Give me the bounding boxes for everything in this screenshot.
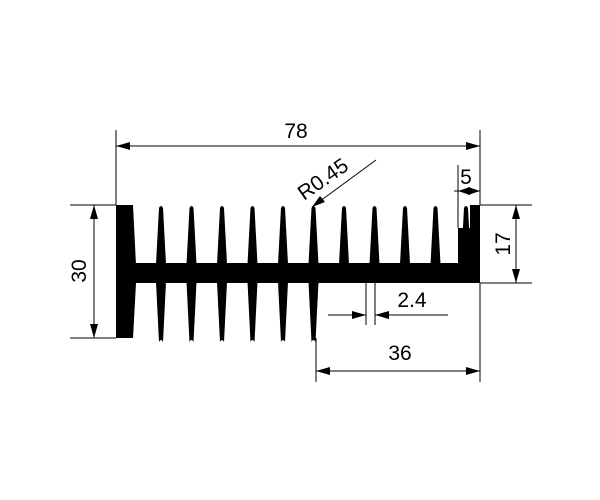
label-overall-width: 78: [284, 120, 307, 143]
base-plate: [133, 263, 480, 283]
upper-fin: [278, 206, 288, 264]
arrow-5-left: [458, 187, 470, 195]
lower-fin: [186, 282, 197, 342]
upper-fin: [186, 206, 197, 264]
arrow-down: [90, 324, 98, 338]
dimension-overall-height: 30: [68, 204, 116, 339]
label-half-width: 36: [388, 342, 411, 365]
dimension-step-width: 5: [454, 165, 480, 228]
arrow-pitch-left: [352, 311, 366, 319]
arrow-36-left: [316, 367, 330, 375]
arrow-right: [466, 142, 480, 150]
arrow-left: [116, 142, 130, 150]
heatsink-profile: [116, 205, 480, 342]
dimension-overall-width: 78: [115, 120, 481, 205]
arrow-up: [90, 205, 98, 219]
upper-fin: [400, 206, 410, 264]
label-overall-height: 30: [68, 259, 91, 282]
lower-fins: [156, 282, 319, 342]
arrow-pitch-right: [375, 311, 389, 319]
lower-fin: [308, 282, 319, 342]
upper-fin: [217, 206, 227, 264]
label-fin-radius: R0.45: [294, 154, 353, 205]
dimension-base-height: 17: [480, 204, 532, 284]
upper-fins: [156, 206, 471, 264]
label-base-height: 17: [492, 232, 515, 255]
arrow-5-right: [468, 187, 480, 195]
arrow-17-up: [512, 205, 520, 219]
lower-fin: [217, 282, 227, 342]
label-fin-pitch: 2.4: [397, 289, 427, 312]
label-step-width: 5: [460, 166, 472, 189]
left-flange: [116, 205, 136, 338]
lower-fin: [156, 282, 166, 342]
upper-fin: [247, 206, 258, 264]
dimension-half-width: 36: [315, 283, 481, 382]
arrow-17-down: [512, 269, 520, 283]
upper-fin: [156, 206, 166, 264]
dimension-fin-radius: R0.45: [294, 154, 377, 208]
upper-fin: [369, 206, 380, 264]
arrow-r045: [312, 196, 325, 207]
leader-r045: [311, 159, 377, 208]
lower-fin: [278, 282, 288, 342]
upper-fin: [308, 206, 319, 264]
upper-fin: [430, 206, 441, 264]
arrow-36-right: [466, 367, 480, 375]
dimension-fin-pitch: 2.4: [328, 283, 448, 325]
lower-fin: [247, 282, 258, 342]
upper-fin: [339, 206, 349, 264]
upper-fin: [461, 206, 471, 264]
